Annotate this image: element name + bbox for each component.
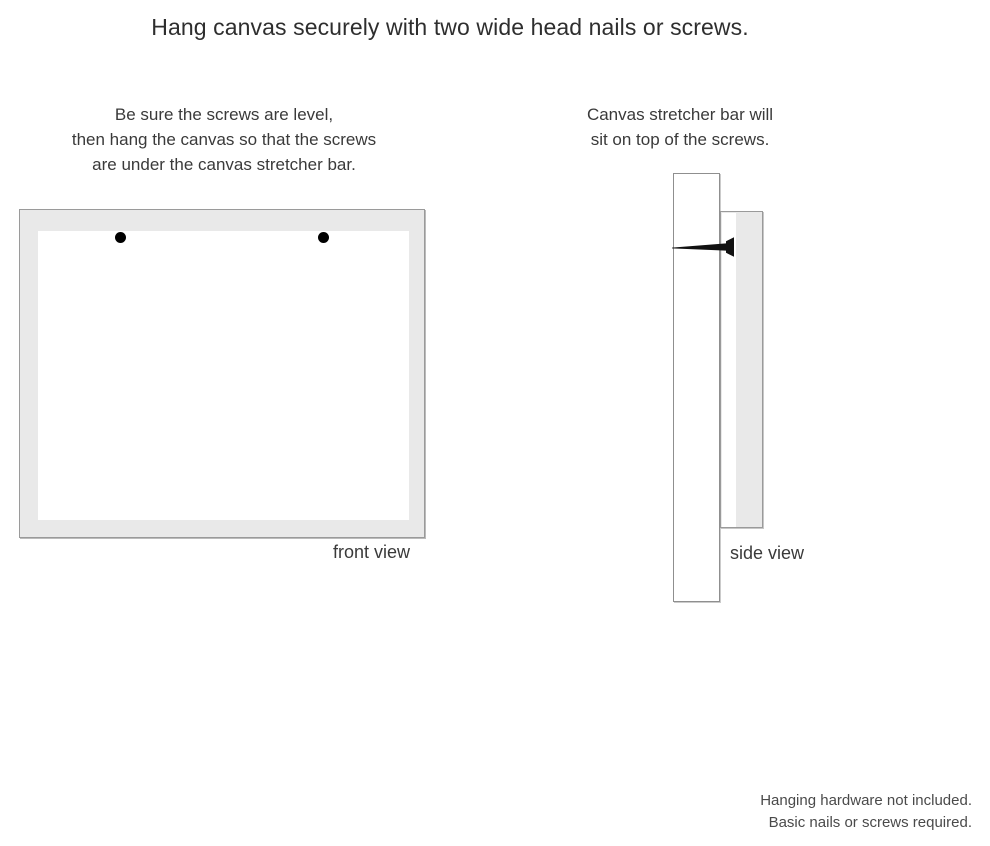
front-view-caption-line-3: are under the canvas stretcher bar. <box>92 155 356 174</box>
side-view-caption: Canvas stretcher bar will sit on top of … <box>520 102 840 152</box>
footer-note-line-2: Basic nails or screws required. <box>768 814 972 831</box>
side-view-canvas-face <box>722 213 736 527</box>
footer-note: Hanging hardware not included. Basic nai… <box>760 790 972 834</box>
side-view-caption-line-2: sit on top of the screws. <box>590 130 770 149</box>
side-view-label: side view <box>730 543 805 563</box>
side-view-caption-line-1: Canvas stretcher bar will <box>586 105 774 124</box>
page-title: Hang canvas securely with two wide head … <box>151 14 749 40</box>
side-view-stretcher-bar <box>720 211 763 528</box>
front-view-caption: Be sure the screws are level, then hang … <box>0 102 448 177</box>
front-view-caption-line-2: then hang the canvas so that the screws <box>71 130 377 149</box>
front-view-caption-line-1: Be sure the screws are level, <box>114 105 334 124</box>
front-view-label: front view <box>333 542 411 562</box>
nail-icon <box>672 237 734 257</box>
screw-head-right-icon <box>318 232 329 243</box>
front-view-canvas-frame <box>19 209 425 538</box>
screw-head-left-icon <box>115 232 126 243</box>
footer-note-line-1: Hanging hardware not included. <box>760 792 972 809</box>
front-view-canvas-face <box>38 231 409 520</box>
